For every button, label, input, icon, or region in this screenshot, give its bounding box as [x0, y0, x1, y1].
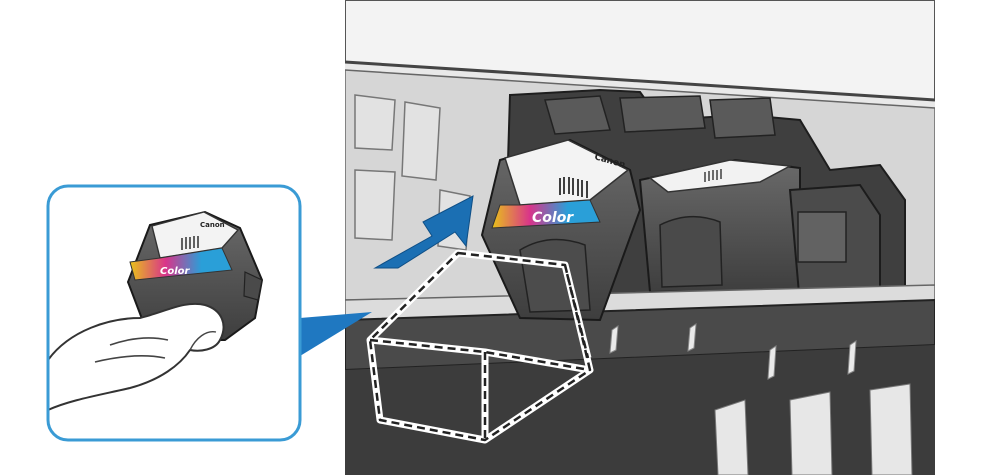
inset-color-text: Color — [160, 266, 191, 277]
printer-interior: Canon Color — [345, 0, 935, 475]
inset-panel: Canon Color — [48, 186, 300, 440]
cartridge-color-text: Color — [532, 210, 574, 226]
inset-brand-text: Canon — [200, 221, 225, 229]
